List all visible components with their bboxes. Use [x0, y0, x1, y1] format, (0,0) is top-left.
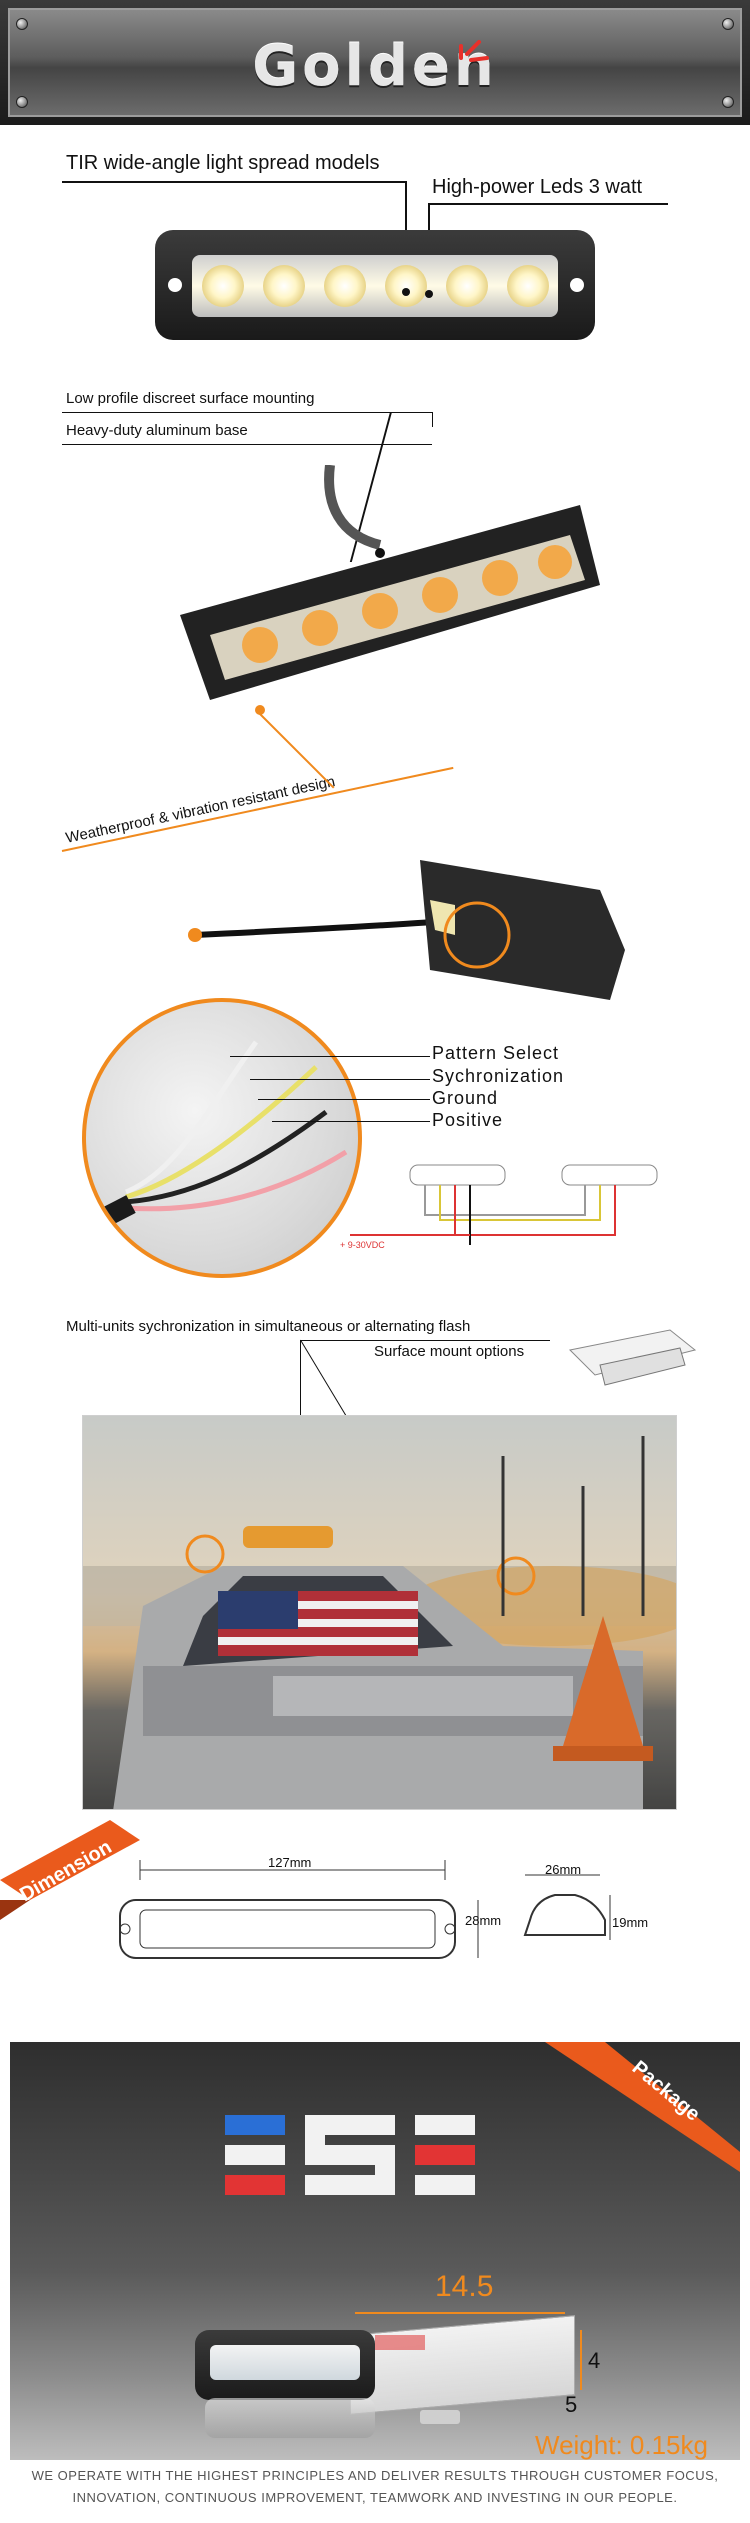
package-screws: [420, 2410, 460, 2424]
callout-dot: [425, 290, 433, 298]
leds-label: High-power Leds 3 watt: [432, 176, 643, 198]
side-height-label: 19mm: [612, 1915, 649, 1930]
led-icon: [445, 265, 488, 307]
callout-line: [62, 181, 407, 183]
front-dimension-drawing: [119, 1860, 479, 1959]
screw-icon: [722, 18, 734, 30]
package-ribbon: [545, 2042, 740, 2172]
wire-ground: Ground: [432, 1088, 499, 1108]
screw-icon: [16, 18, 28, 30]
callout-line: [258, 1099, 430, 1100]
truck-illustration: [83, 1416, 676, 1809]
screw-icon: [722, 96, 734, 108]
box-height-line: [580, 2330, 582, 2390]
wire-bundle: [86, 1040, 348, 1239]
box-length-line: [355, 2312, 565, 2314]
mount-hole: [570, 278, 584, 292]
led-icon: [201, 265, 244, 307]
callout-line: [255, 709, 335, 789]
brand-logo: Golden: [252, 34, 498, 99]
wire-pattern-select: Pattern Select: [432, 1043, 560, 1063]
footer-line-2: INNOVATION, CONTINUOUS IMPROVEMENT, TEAM…: [72, 2490, 678, 2505]
dimension-ribbon: [0, 1820, 140, 1920]
side-dimension-drawing: [523, 1874, 611, 1940]
multi-units-label: Multi-units sychronization in simultaneo…: [66, 1318, 471, 1335]
callout-line: [432, 412, 433, 427]
depth-label: 26mm: [545, 1862, 582, 1877]
led-icon: [384, 265, 427, 307]
profile-label: Low profile discreet surface mounting: [66, 390, 315, 407]
box-depth-label: 5: [565, 2392, 578, 2417]
led-icon: [323, 265, 366, 307]
callout-line: [230, 1056, 430, 1057]
callout-line: [250, 1079, 430, 1080]
callout-line: [62, 412, 432, 413]
wire-synchronization: Sychronization: [432, 1066, 565, 1086]
tir-label: TIR wide-angle light spread models: [66, 152, 380, 174]
voltage-label: + 9-30VDC: [340, 1240, 385, 1250]
led-icon: [262, 265, 305, 307]
wire-positive: Positive: [432, 1110, 504, 1130]
wire-zoom: [82, 998, 362, 1278]
callout-line: [272, 1121, 430, 1122]
package-light-reflection: [205, 2398, 375, 2438]
light-bar-side: [188, 860, 625, 1000]
truck-photo: [82, 1415, 677, 1810]
box-label-sticker: [375, 2335, 425, 2350]
height-label: 28mm: [465, 1913, 502, 1928]
light-bar-lens: [192, 255, 558, 317]
mount-bracket: [568, 1329, 697, 1386]
footer-line-1: WE OPERATE WITH THE HIGHEST PRINCIPLES A…: [31, 2468, 719, 2483]
weatherproof-label: Weatherproof & vibration resistant desig…: [64, 773, 337, 847]
box-length-label: 14.5: [435, 2270, 494, 2303]
screw-icon: [16, 96, 28, 108]
surface-mount-label: Surface mount options: [374, 1343, 525, 1360]
length-label: 127mm: [268, 1855, 312, 1870]
header-plate: [8, 8, 742, 117]
light-bar-angled: [180, 465, 600, 715]
callout-dot: [402, 288, 410, 296]
callout-line: [428, 203, 668, 205]
callout-line: [300, 1340, 550, 1341]
wiring-diagram: [350, 1164, 658, 1245]
base-label: Heavy-duty aluminum base: [66, 422, 248, 439]
footer: WE OPERATE WITH THE HIGHEST PRINCIPLES A…: [0, 2465, 750, 2509]
led-icon: [506, 265, 549, 307]
callout-line: [62, 444, 432, 445]
ess-logo: [225, 2115, 475, 2195]
weight-label: Weight: 0.15kg: [535, 2430, 708, 2460]
mount-hole: [168, 278, 182, 292]
package-light-lens: [210, 2345, 360, 2380]
box-height-label: 4: [588, 2348, 601, 2373]
spark-icon: [459, 40, 489, 62]
